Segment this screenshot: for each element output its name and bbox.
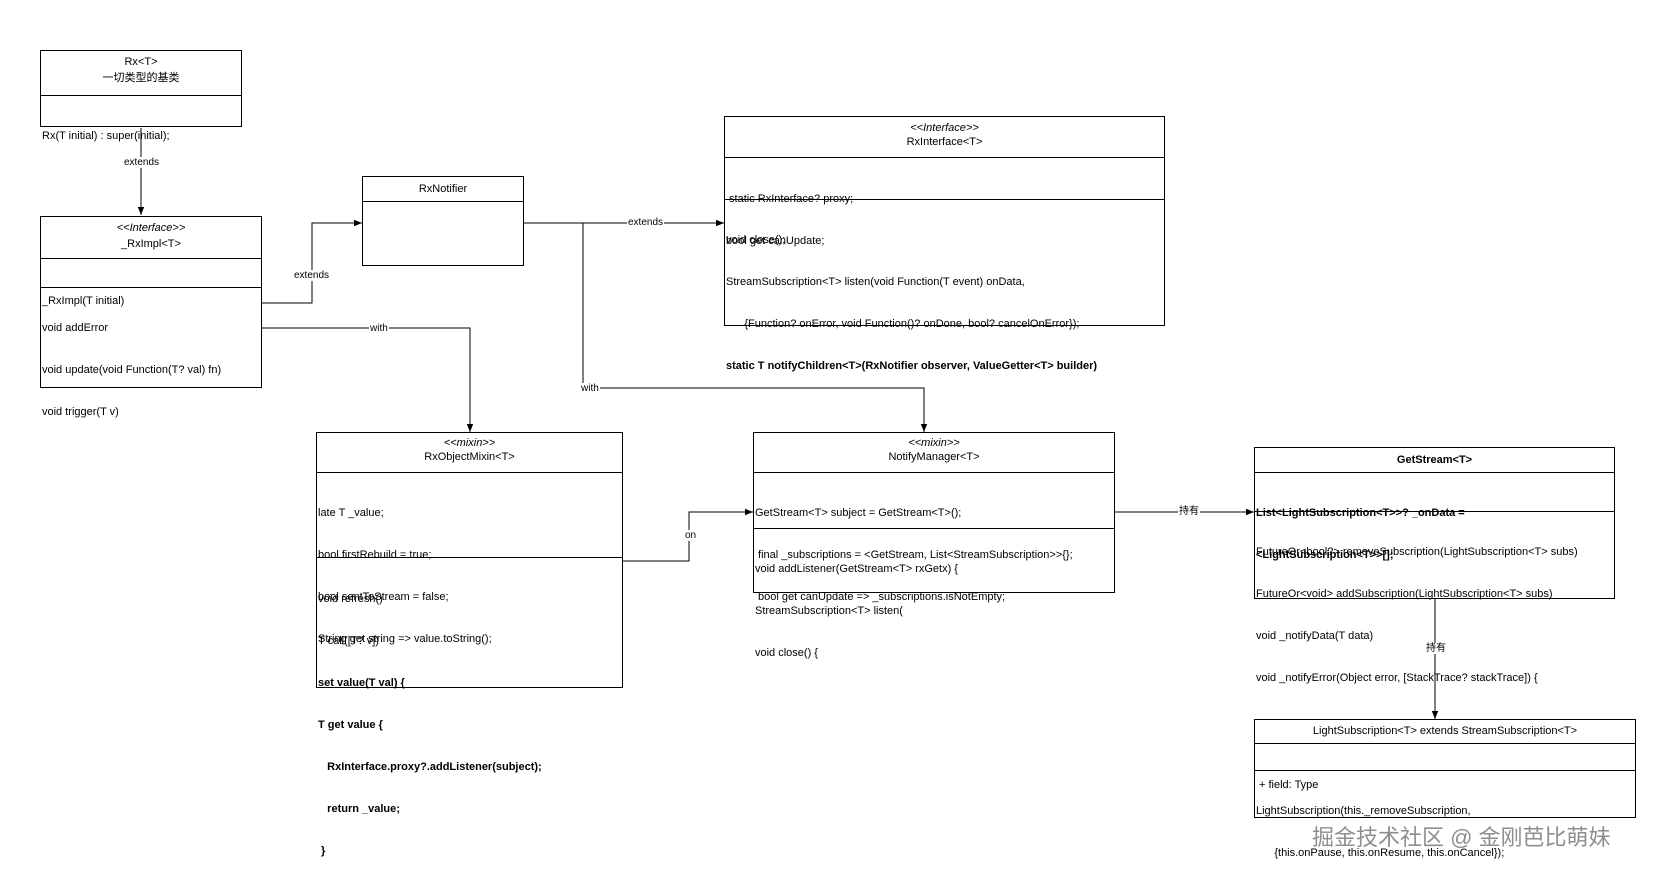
class-notify-manager-name: NotifyManager<T>	[888, 451, 980, 463]
class-notify-manager-fields: GetStream<T> subject = GetStream<T>(); f…	[754, 473, 1114, 603]
class-get-stream-methods: FutureOr<bool?> removeSubscription(Light…	[1255, 511, 1614, 713]
class-get-stream-header: GetStream<T>	[1255, 448, 1614, 473]
edge-label-extends: extends	[627, 217, 665, 228]
class-rx-header: Rx<T> 一切类型的基类	[41, 51, 241, 96]
class-rx-object-mixin-name: RxObjectMixin<T>	[424, 451, 515, 463]
field: String get string => value.toString();	[318, 633, 492, 645]
class-get-stream[interactable]: GetStream<T> List<LightSubscription<T>>?…	[1254, 447, 1615, 684]
class-light-subscription-fields: + field: Type	[1255, 744, 1635, 791]
method: void close() {	[755, 647, 818, 659]
class-get-stream-fields: List<LightSubscription<T>>? _onData = <L…	[1255, 473, 1614, 561]
method: static T notifyChildren<T>(RxNotifier ob…	[726, 360, 1098, 372]
stereotype: <<mixin>>	[908, 437, 960, 449]
class-light-subscription-methods: LightSubscription(this._removeSubscripti…	[1255, 770, 1635, 888]
field: GetStream<T> subject = GetStream<T>();	[755, 507, 962, 519]
field: bool sentToStream = false;	[318, 591, 449, 603]
stereotype: <<Interface>>	[910, 122, 979, 134]
method: void trigger(T v)	[42, 406, 119, 418]
method: RxInterface.proxy?.addListener(subject);	[318, 761, 542, 773]
method: {Function? onError, void Function()? onD…	[726, 318, 1080, 330]
field: <LightSubscription<T>>[];	[1256, 549, 1394, 561]
class-rx-subtitle: 一切类型的基类	[102, 72, 180, 84]
edge-label-with: with	[369, 323, 389, 334]
edge-notifier-to-manager	[582, 223, 928, 432]
class-rx-interface-header: <<Interface>> RxInterface<T>	[725, 117, 1164, 158]
field: _RxImpl(T initial)	[42, 295, 125, 307]
class-get-stream-name: GetStream<T>	[1396, 454, 1473, 466]
class-rx-notifier-header: RxNotifier	[363, 177, 523, 202]
class-notify-manager[interactable]: <<mixin>> NotifyManager<T> GetStream<T> …	[753, 432, 1115, 659]
method: FutureOr<void> addSubscription(LightSubs…	[1256, 588, 1553, 600]
method: void _notifyError(Object error, [StackTr…	[1256, 672, 1538, 684]
class-rx-object-mixin-fields: late T _value; bool firstRebuild = true;…	[317, 473, 622, 645]
watermark: 掘金技术社区 @ 金刚芭比萌妹	[1312, 825, 1611, 850]
edge-impl-to-notifier	[262, 219, 362, 304]
edge-impl-to-mixin	[262, 327, 474, 432]
method: T get value {	[318, 719, 383, 731]
field: + field: Type	[1259, 779, 1319, 791]
class-rx-impl-name: _RxImpl<T>	[121, 238, 181, 250]
method: void close();	[726, 234, 786, 246]
method: {this.onPause, this.onResume, this.onCan…	[1256, 847, 1505, 859]
class-rx-object-mixin-header: <<mixin>> RxObjectMixin<T>	[317, 433, 622, 473]
class-rx-methods: Rx(T initial) : super(initial);	[41, 96, 241, 171]
field: List<LightSubscription<T>>? _onData =	[1256, 507, 1465, 519]
class-rx-impl[interactable]: <<Interface>> _RxImpl<T> _RxImpl(T initi…	[40, 216, 262, 418]
method: void _notifyData(T data)	[1256, 630, 1374, 642]
field: bool get canUpdate => _subscriptions.isN…	[755, 591, 1006, 603]
class-rx-impl-header: <<Interface>> _RxImpl<T>	[41, 217, 261, 259]
class-rx-impl-methods: void addError void update(void Function(…	[41, 287, 261, 447]
class-rx-interface-fields: static RxInterface? proxy; bool get canU…	[725, 158, 1164, 247]
method: LightSubscription(this._removeSubscripti…	[1256, 805, 1471, 817]
method: void refresh()	[318, 593, 383, 605]
method: StreamSubscription<T> listen(	[755, 605, 903, 617]
stereotype: <<mixin>>	[443, 437, 496, 449]
class-notify-manager-header: <<mixin>> NotifyManager<T>	[754, 433, 1114, 473]
class-light-subscription-name: LightSubscription<T> extends StreamSubsc…	[1312, 725, 1578, 737]
method: void addListener(GetStream<T> rxGetx) {	[755, 563, 958, 575]
field: late T _value;	[318, 507, 384, 519]
class-rx-interface-methods: void close(); StreamSubscription<T> list…	[725, 199, 1164, 401]
class-notify-manager-methods: void addListener(GetStream<T> rxGetx) { …	[754, 528, 1114, 688]
edge-label-on: on	[684, 530, 698, 541]
class-rx-notifier-name: RxNotifier	[418, 183, 468, 195]
field: static RxInterface? proxy;	[726, 193, 854, 205]
edge-label-holds: 持有	[1425, 643, 1447, 654]
edge-label-extends: extends	[293, 270, 331, 281]
class-rx[interactable]: Rx<T> 一切类型的基类 Rx(T initial) : super(init…	[40, 50, 242, 142]
stereotype: <<Interface>>	[116, 222, 186, 234]
class-rx-interface-name: RxInterface<T>	[906, 136, 983, 148]
class-rx-object-mixin-methods: void refresh() T call([T? v]) set value(…	[317, 557, 622, 886]
edge-label-with: with	[580, 383, 600, 394]
method: T call([T? v])	[318, 635, 379, 647]
method: FutureOr<bool?> removeSubscription(Light…	[1256, 546, 1578, 558]
class-light-subscription-header: LightSubscription<T> extends StreamSubsc…	[1255, 720, 1635, 744]
class-rx-name: Rx<T>	[124, 56, 158, 68]
method: Rx(T initial) : super(initial);	[42, 130, 170, 142]
class-rx-interface[interactable]: <<Interface>> RxInterface<T> static RxIn…	[724, 116, 1165, 372]
method: StreamSubscription<T> listen(void Functi…	[726, 276, 1025, 288]
class-rx-impl-fields: _RxImpl(T initial)	[41, 259, 261, 307]
method: void addError	[42, 322, 109, 334]
field: bool get canUpdate;	[726, 235, 825, 247]
class-light-subscription[interactable]: LightSubscription<T> extends StreamSubsc…	[1254, 719, 1636, 859]
class-rx-notifier[interactable]: RxNotifier	[362, 176, 524, 266]
field: final _subscriptions = <GetStream, List<…	[755, 549, 1073, 561]
edge-label-holds: 持有	[1178, 506, 1200, 517]
method: return _value;	[318, 803, 400, 815]
edge-label-extends: extends	[123, 157, 161, 168]
class-rx-object-mixin[interactable]: <<mixin>> RxObjectMixin<T> late T _value…	[316, 432, 623, 857]
method: set value(T val) {	[318, 677, 405, 689]
method: void update(void Function(T? val) fn)	[42, 364, 222, 376]
method: }	[318, 845, 326, 857]
field: bool firstRebuild = true;	[318, 549, 432, 561]
